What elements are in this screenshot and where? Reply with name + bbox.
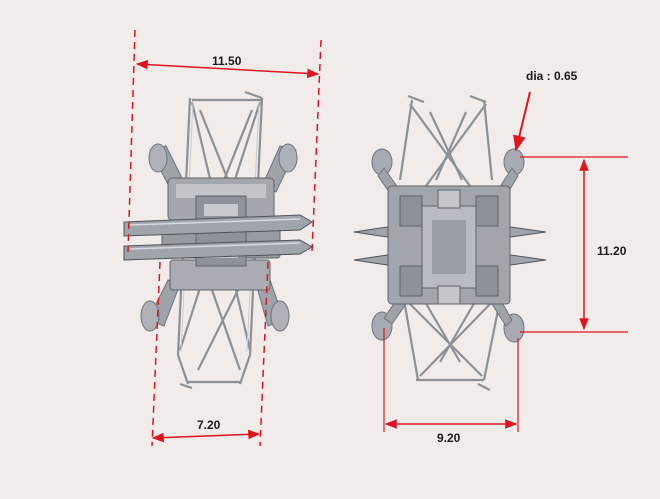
right-wire-frame bbox=[398, 94, 502, 391]
dimension-label-9-20: 9.20 bbox=[437, 431, 461, 445]
left-pantograph bbox=[123, 90, 313, 390]
left-lower-extension-left bbox=[151, 261, 161, 447]
diameter-label: dia : 0.65 bbox=[526, 69, 578, 83]
diameter-leader-arrow bbox=[513, 91, 531, 152]
dimension-label-11-20: 11.20 bbox=[597, 244, 627, 258]
right-pantograph bbox=[353, 94, 547, 391]
left-extension-line-right bbox=[311, 39, 322, 253]
left-lower-extension-right bbox=[259, 261, 269, 447]
left-contact-strips bbox=[123, 214, 313, 261]
left-extension-line-left bbox=[127, 29, 136, 253]
right-base-body bbox=[387, 185, 511, 305]
dimension-lines bbox=[127, 29, 628, 447]
dimension-7-20-line bbox=[151, 429, 261, 443]
dimension-label-7-20: 7.20 bbox=[197, 418, 221, 432]
dimension-11-50-line bbox=[135, 59, 320, 79]
dimension-label-11-50: 11.50 bbox=[212, 54, 242, 68]
